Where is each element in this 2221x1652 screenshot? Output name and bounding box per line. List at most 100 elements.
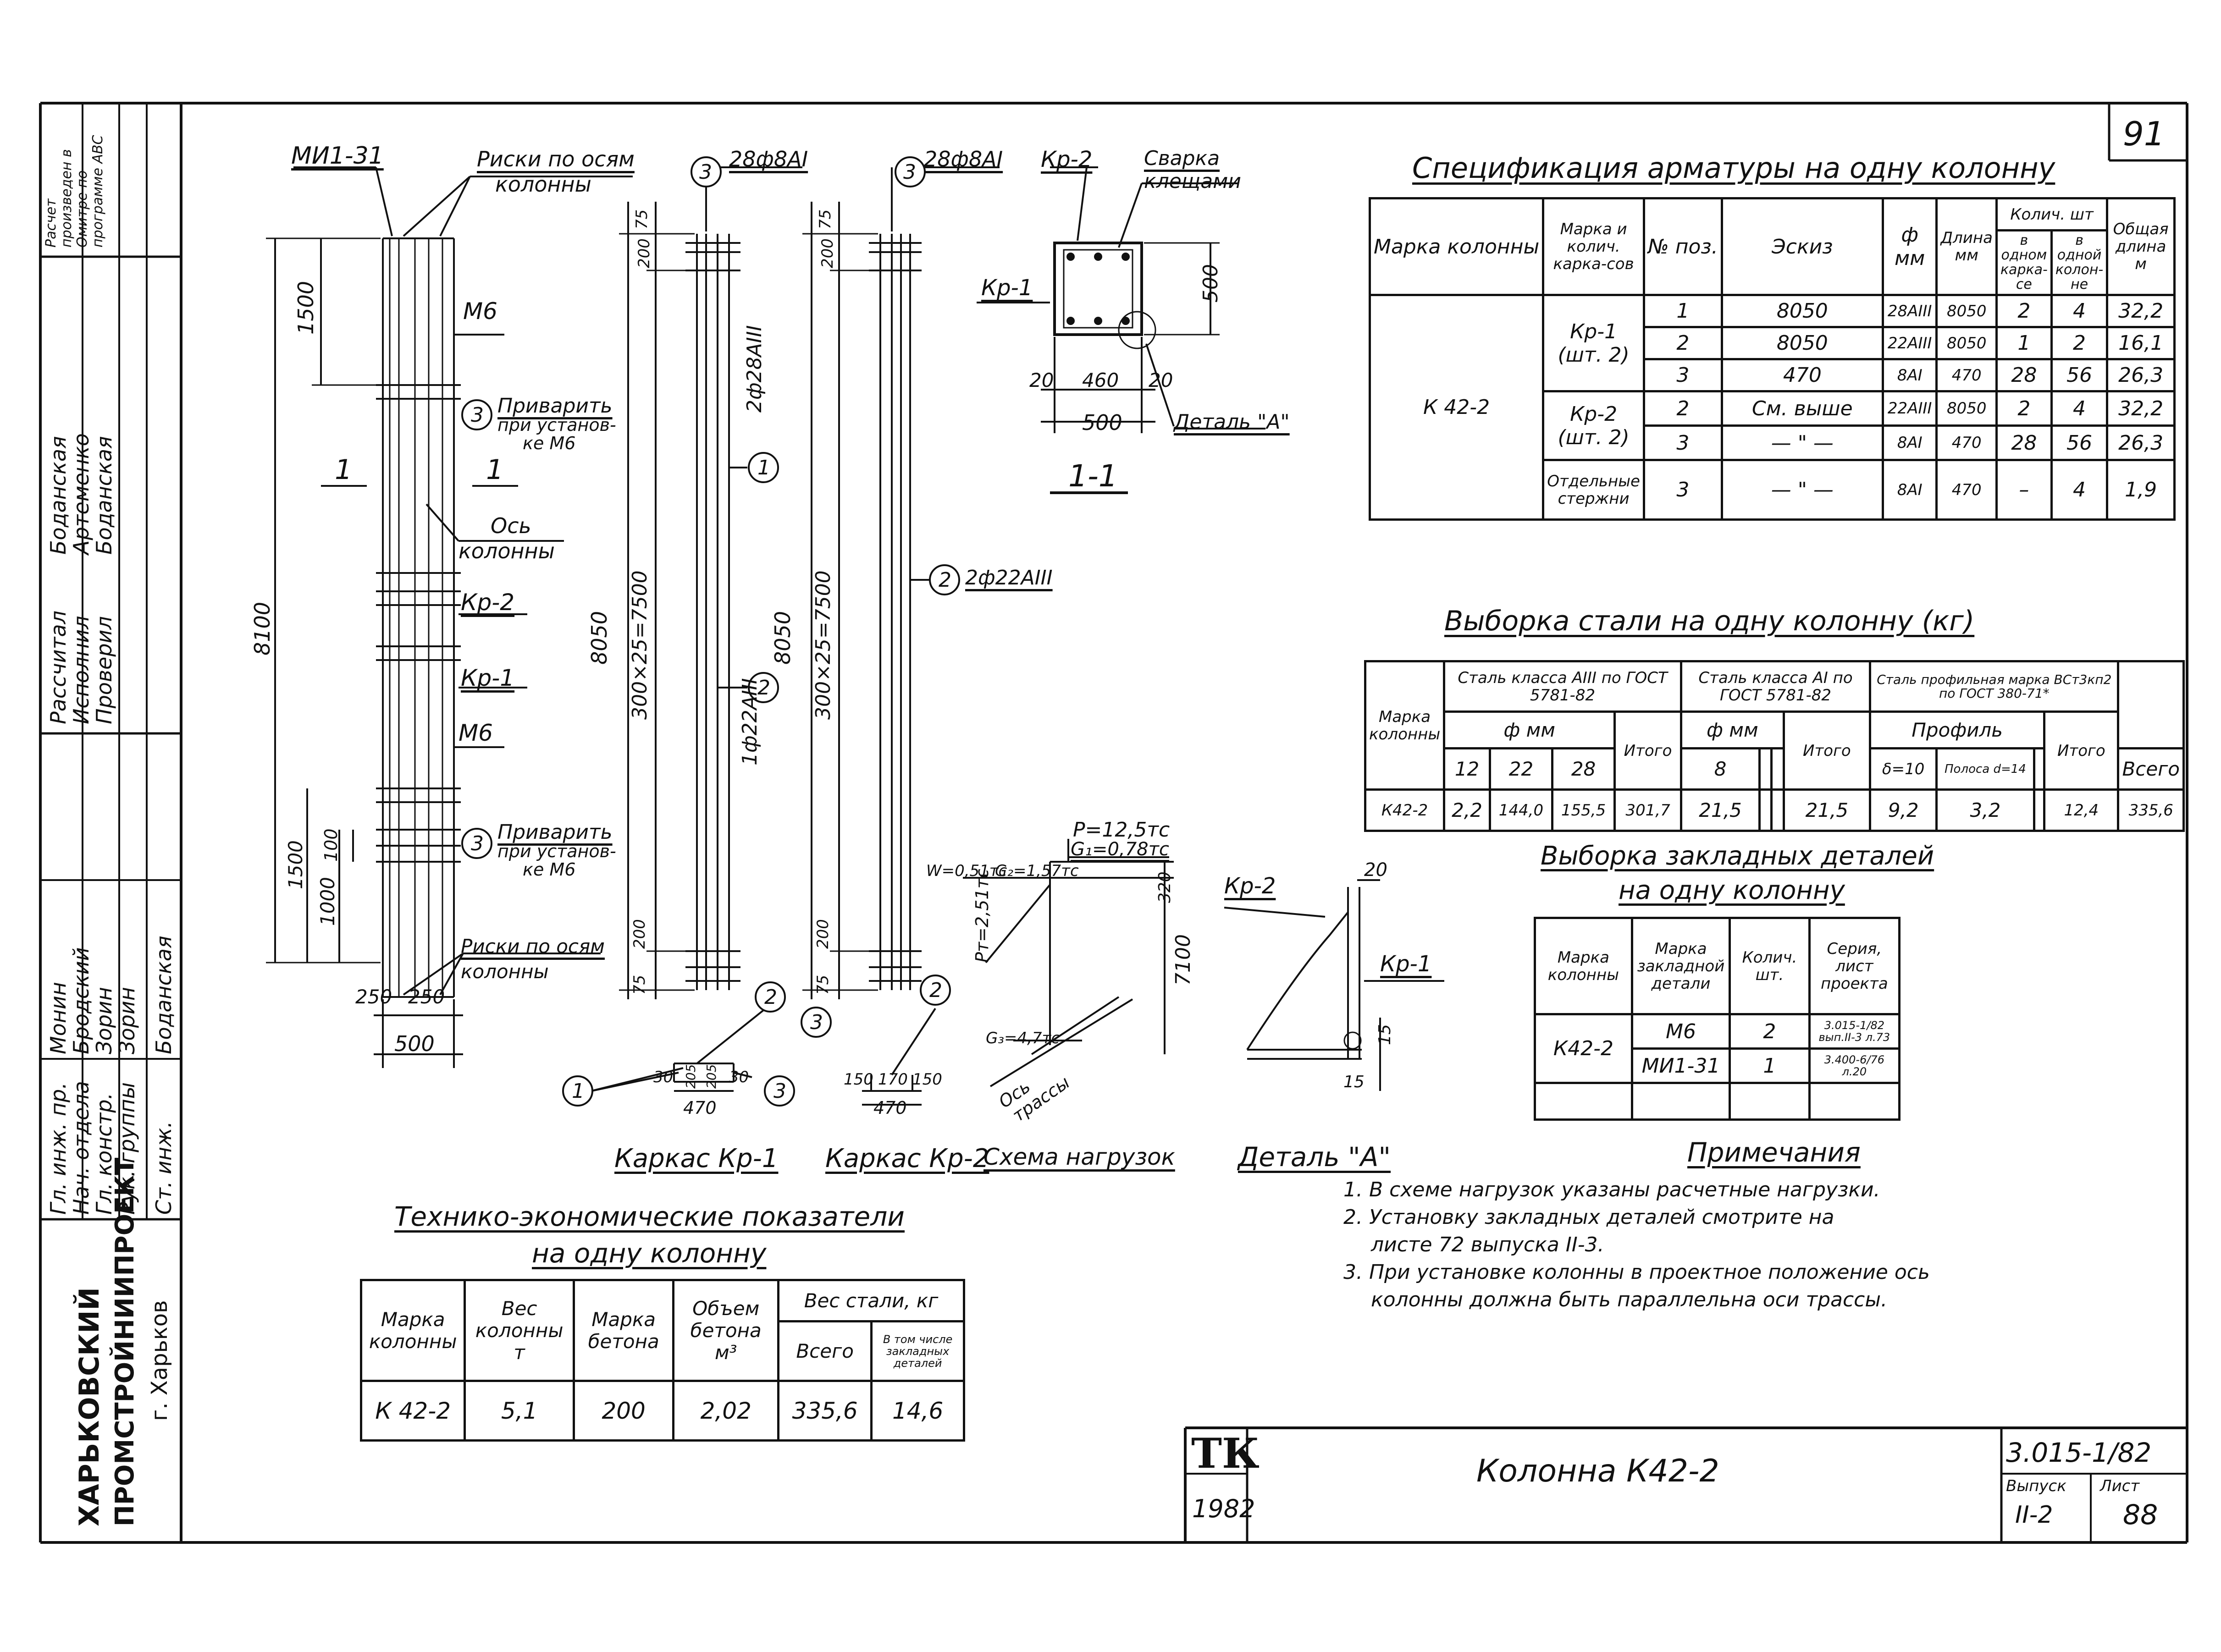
spec-r5-len: 470: [1935, 424, 1998, 461]
stamp-mid-role-2: Исполнил: [69, 616, 94, 724]
stamp-mid-name-1: Боданская: [46, 436, 71, 555]
kr2-caption: Каркас Кр-2: [825, 1144, 989, 1173]
spec-r6-len: 470: [1935, 459, 1998, 521]
circle-3-top: 3: [471, 403, 484, 427]
spec-r5-sketch: — " —: [1720, 424, 1884, 461]
kr2-dim-200a: 200: [818, 238, 837, 268]
sec-kr1: Кр-1: [981, 275, 1033, 301]
sec-dim-20b: 20: [1149, 369, 1173, 391]
kr2-circle-2: 2: [939, 568, 951, 592]
spec-h-qty-frame: в одном карка-се: [1995, 229, 2053, 296]
spec-h-sketch: Эскиз: [1720, 197, 1884, 296]
spec-frame-separate: Отдельные стержни: [1542, 459, 1645, 521]
kr2-sec-470: 470: [873, 1098, 907, 1118]
spec-h-total: Общая длина м: [2106, 197, 2176, 296]
steel-h-dia: ф мм: [1443, 710, 1616, 749]
det-dim-15a: 15: [1376, 1024, 1394, 1045]
stamp-name-4: Зорин: [115, 987, 139, 1054]
load-dim-7100: 7100: [1171, 934, 1195, 986]
steel-h-all: Всего: [2117, 747, 2185, 791]
steel-r-mark: К42-2: [1364, 788, 1446, 832]
spec-table: Марка колонны Марка и колич. карка-сов №…: [1368, 197, 2176, 521]
sec-dim-500h: 500: [1082, 410, 1122, 435]
spec-r3-total: 26,3: [2106, 358, 2176, 392]
spec-r2-len: 8050: [1935, 326, 1998, 360]
dim-250-b: 250: [408, 986, 445, 1008]
note-2: 2. Установку закладных деталей смотрите …: [1343, 1206, 1834, 1229]
steel-r-it1: 301,7: [1613, 788, 1682, 832]
spec-r5-pos: 3: [1642, 424, 1723, 461]
risks-top-1: Риски по осям: [477, 147, 635, 171]
sec-caption: 1-1: [1068, 458, 1118, 494]
spec-r2-total: 16,1: [2106, 326, 2176, 360]
kr1-sec-30a: 30: [653, 1068, 674, 1086]
steel-h-d12: 12: [1443, 747, 1491, 791]
stamp-role-1: Гл. инж. пр.: [46, 1082, 71, 1215]
kr2-circle-2-sec: 2: [929, 979, 942, 1002]
weld-text-2: при установ-: [497, 415, 616, 435]
spec-h-pos: № поз.: [1642, 197, 1723, 296]
note-3: листе 72 выпуска II-3.: [1371, 1233, 1604, 1256]
embed-r1-series: 3.015-1/82 вып.II-3 л.73: [1808, 1013, 1901, 1050]
steel-r-it3: 12,4: [2043, 788, 2120, 832]
kr1-circle-1: 1: [757, 456, 770, 479]
tech-r-emb: 14,6: [870, 1380, 965, 1442]
kr2-dim-75b: 75: [814, 975, 832, 995]
spec-r2-sketch: 8050: [1720, 326, 1884, 360]
steel-h-mark: Марка колонны: [1364, 660, 1446, 791]
spec-r4-total: 32,2: [2106, 390, 2176, 427]
title-issue-label: Выпуск: [2006, 1477, 2066, 1495]
spec-r4-dia: 22АIII: [1881, 390, 1938, 427]
embed-r2-series: 3.400-6/76 л.20: [1808, 1047, 1901, 1084]
kr2-circle-3-sec: 3: [810, 1011, 823, 1034]
risks-bottom-2: колонны: [461, 960, 549, 983]
tech-h-mark: Марка колонны: [359, 1279, 466, 1382]
kr1-dim-spacing: 300×25=7500: [628, 570, 652, 720]
kr1-dim-200b: 200: [630, 919, 649, 949]
tech-r-concrete: 200: [572, 1380, 675, 1442]
m6-top: М6: [463, 298, 497, 325]
embed-title-2: на одну колонну: [1619, 876, 1845, 905]
kr1-pos2-label: 1ф22АIII: [738, 678, 762, 765]
tech-r-volume: 2,02: [672, 1380, 780, 1442]
title-sheet: 88: [2123, 1499, 2158, 1531]
spec-r1-qf: 2: [1995, 294, 2053, 328]
dim-100: 100: [321, 828, 341, 862]
steel-h-itogo3: Итого: [2043, 710, 2120, 791]
spec-r5-qf: 28: [1995, 424, 2053, 461]
detail-a-lines: [1224, 879, 1444, 1091]
steel-h-a3: Сталь класса АIII по ГОСТ 5781-82: [1443, 660, 1682, 713]
embed-column: К42-2: [1534, 1013, 1633, 1084]
spec-frame-kr2: Кр-2 (шт. 2): [1542, 390, 1645, 461]
spec-r3-pos: 3: [1642, 358, 1723, 392]
stamp-name-1: Монин: [46, 982, 71, 1054]
kr2-dim-spacing: 300×25=7500: [812, 570, 835, 720]
kr1-sec-30b: 30: [729, 1068, 749, 1086]
spec-r4-len: 8050: [1935, 390, 1998, 427]
spec-h-mark-frame: Марка и колич. карка-сов: [1542, 197, 1645, 296]
frame-kr2-lines: [802, 166, 1000, 1106]
spec-r1-sketch: 8050: [1720, 294, 1884, 328]
stamp-name-2: Бродский: [69, 947, 94, 1054]
spec-r1-pos: 1: [1642, 294, 1723, 328]
kr1-circle-3-sec: 3: [773, 1079, 786, 1103]
kr2-top-label: 28ф8AI: [924, 147, 1003, 171]
tech-h-steel-all: Всего: [777, 1320, 873, 1382]
steel-h-d28: 28: [1551, 747, 1616, 791]
steel-r-all: 335,6: [2117, 788, 2185, 832]
kr2-dim-200b: 200: [814, 919, 832, 949]
embed-r2-part: МИ1-31: [1630, 1047, 1731, 1084]
tech-title-1: Технико-экономические показатели: [394, 1201, 905, 1232]
load-caption: Схема нагрузок: [983, 1144, 1175, 1170]
sec-dim-500v: 500: [1199, 264, 1222, 303]
spec-r3-sketch: 470: [1720, 358, 1884, 392]
stamp-calc-note: Расчет произведен в Омитре по программе …: [43, 135, 106, 248]
notes-title: Примечания: [1687, 1137, 1861, 1168]
spec-r6-pos: 3: [1642, 459, 1723, 521]
weld-text-b1: Приварить: [497, 820, 613, 844]
steel-h-dia2: ф мм: [1680, 710, 1785, 749]
steel-h-profile: Профиль: [1869, 710, 2046, 749]
kr1-dim-200a: 200: [635, 238, 653, 268]
weld-text-3: ке М6: [523, 433, 576, 453]
